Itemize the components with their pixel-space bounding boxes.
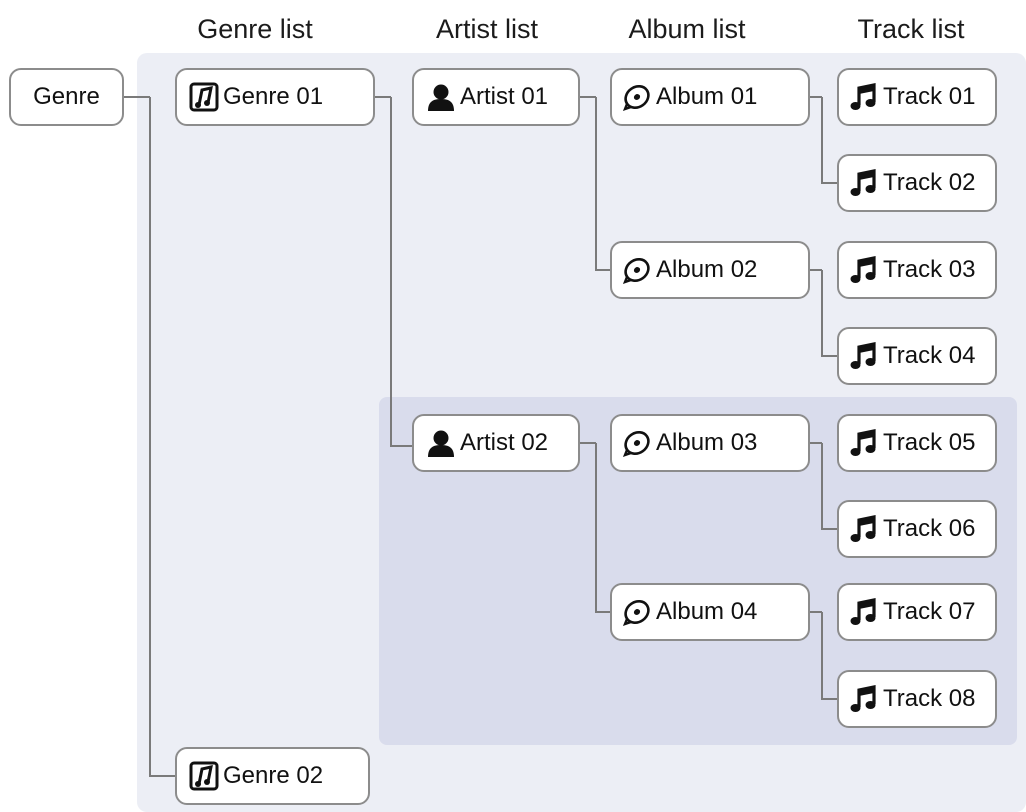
track-node[interactable]: Track 02 [837,154,997,212]
genre-list-header: Genre list [197,14,313,44]
track-node[interactable]: Track 07 [837,583,997,641]
artist-node[interactable]: Artist 02 [412,414,580,472]
root-genre-label: Genre [33,83,100,110]
disc-icon [622,255,652,285]
track-label: Track 06 [883,515,976,542]
music-note-icon [849,684,879,714]
album-label: Album 04 [656,598,758,625]
track-label: Track 02 [883,169,976,196]
music-note-icon [849,168,879,198]
track-label: Track 08 [883,685,976,712]
music-note-icon [849,255,879,285]
music-note-icon [849,341,879,371]
album-node[interactable]: Album 04 [610,583,810,641]
track-node[interactable]: Track 08 [837,670,997,728]
artist-node[interactable]: Artist 01 [412,68,580,126]
track-node[interactable]: Track 04 [837,327,997,385]
album-node[interactable]: Album 02 [610,241,810,299]
artist-label: Artist 02 [460,429,549,456]
album-label: Album 03 [656,429,758,456]
genre-label: Genre 01 [223,83,324,110]
music-note-icon [849,82,879,112]
artist-list-header: Artist list [435,14,538,44]
genre-icon [189,82,219,112]
track-node[interactable]: Track 06 [837,500,997,558]
root-genre-node[interactable]: Genre [9,68,124,126]
disc-icon [622,597,652,627]
artist-label: Artist 01 [460,83,549,110]
track-label: Track 05 [883,429,976,456]
music-note-icon [849,428,879,458]
genre-node[interactable]: Genre 01 [175,68,375,126]
music-note-icon [849,514,879,544]
album-label: Album 01 [656,83,758,110]
track-label: Track 04 [883,342,976,369]
genre-label: Genre 02 [223,762,324,789]
genre-node[interactable]: Genre 02 [175,747,370,805]
track-label: Track 01 [883,83,976,110]
album-node[interactable]: Album 03 [610,414,810,472]
disc-icon [622,428,652,458]
track-label: Track 03 [883,256,976,283]
album-label: Album 02 [656,256,758,283]
track-label: Track 07 [883,598,976,625]
album-node[interactable]: Album 01 [610,68,810,126]
album-list-header: Album list [628,14,746,44]
person-icon [426,428,456,458]
track-node[interactable]: Track 03 [837,241,997,299]
track-node[interactable]: Track 05 [837,414,997,472]
track-node[interactable]: Track 01 [837,68,997,126]
person-icon [426,82,456,112]
genre-icon [189,761,219,791]
track-list-header: Track list [857,14,965,44]
disc-icon [622,82,652,112]
music-note-icon [849,597,879,627]
